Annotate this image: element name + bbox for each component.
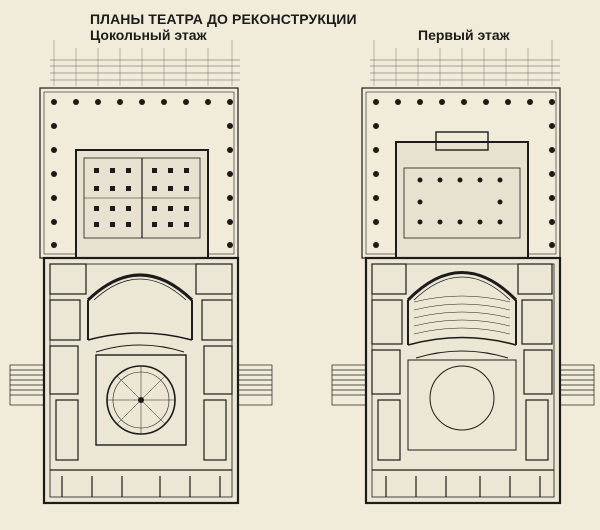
first-floor-plan <box>331 40 595 505</box>
interior-walls <box>49 263 233 497</box>
foyer-columns <box>417 177 503 225</box>
dimension-ticks <box>373 40 553 86</box>
lobby-block <box>75 149 209 261</box>
portico-columns <box>373 99 555 248</box>
sheet-title: ПЛАНЫ ТЕАТРА ДО РЕКОНСТРУКЦИИ <box>90 11 357 27</box>
lobby-piers <box>94 168 189 227</box>
dimension-lines <box>50 59 240 81</box>
side-stairs <box>331 364 595 406</box>
foyer-block <box>395 131 529 261</box>
auditorium <box>406 271 518 359</box>
interior-walls <box>371 263 554 497</box>
side-stairs <box>9 364 273 406</box>
basement-floor-plan <box>9 40 273 505</box>
dimension-ticks <box>53 40 233 86</box>
stage-circle <box>407 359 517 451</box>
dimension-lines <box>370 59 560 81</box>
plan-label-basement: Цокольный этаж <box>90 27 207 43</box>
rotunda <box>95 354 187 446</box>
auditorium-apse <box>86 273 194 353</box>
plan-label-first-floor: Первый этаж <box>418 27 510 43</box>
main-building <box>364 256 562 505</box>
portico-columns <box>51 99 233 248</box>
